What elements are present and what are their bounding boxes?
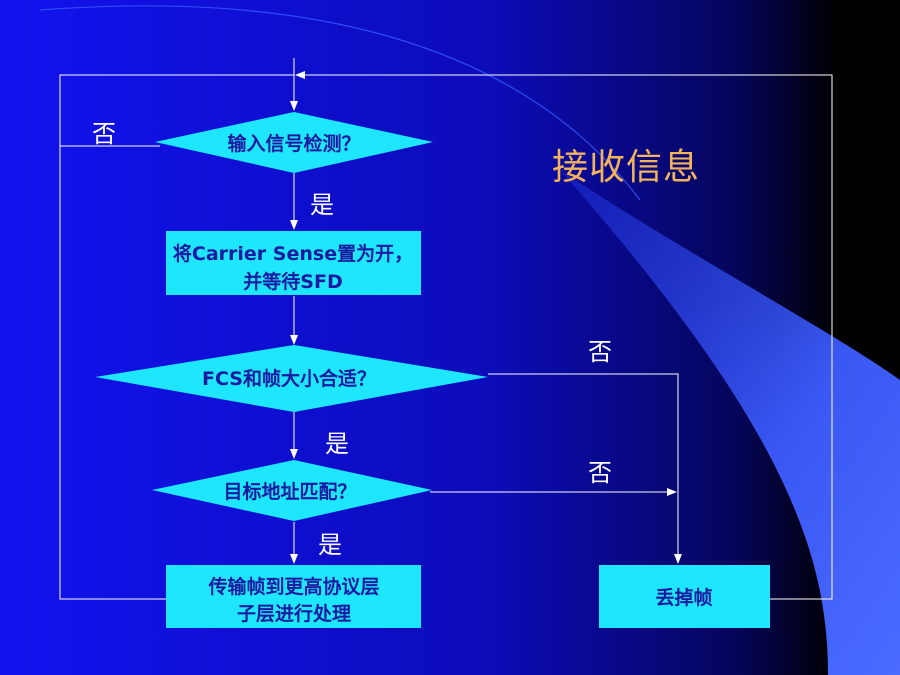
process-transfer-label-line1: 传输帧到更高协议层 — [207, 575, 379, 598]
label-fcs-no: 否 — [588, 338, 612, 366]
process-carrier-label-line2: 并等待SFD — [243, 270, 342, 293]
label-fcs-yes: 是 — [325, 430, 349, 458]
process-carrier-label-line1: 将Carrier Sense置为开， — [173, 242, 413, 265]
process-transfer — [166, 565, 421, 628]
process-discard — [599, 565, 770, 628]
edge-fcs-no — [488, 373, 682, 564]
edge-detect-no-loop — [59, 74, 294, 147]
decision-address — [152, 460, 432, 521]
label-addr-yes: 是 — [318, 531, 342, 559]
edge-transfer-loop — [59, 146, 166, 600]
process-carrier-sense — [166, 231, 421, 295]
decor-sweep — [560, 170, 900, 675]
label-detect-yes: 是 — [310, 191, 334, 219]
decor-arc — [39, 5, 641, 201]
edge-discard-loop — [295, 71, 833, 600]
label-detect-no: 否 — [92, 120, 116, 148]
decision-fcs — [95, 345, 488, 412]
decision-fcs-label: FCS和帧大小合适？ — [202, 367, 376, 390]
decision-detect — [155, 112, 433, 173]
slide-title: 接收信息 — [552, 147, 701, 188]
decision-address-label: 目标地址匹配？ — [223, 480, 356, 503]
edges — [59, 58, 833, 600]
process-discard-label: 丢掉帧 — [655, 586, 712, 609]
label-addr-no: 否 — [588, 459, 612, 487]
process-transfer-label-line2: 子层进行处理 — [237, 602, 351, 625]
decision-detect-label: 输入信号检测？ — [227, 132, 360, 155]
